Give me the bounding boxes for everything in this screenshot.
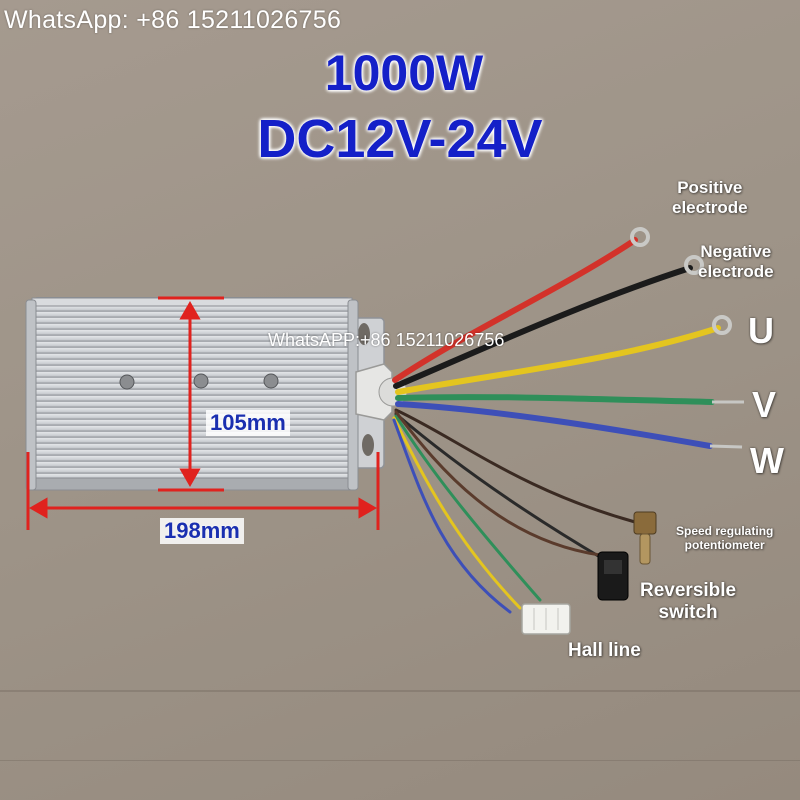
- positive-electrode-label: Positive electrode: [672, 178, 748, 217]
- phase-u-label: U: [748, 310, 774, 351]
- ring-terminals: [630, 227, 744, 449]
- reversible-switch-label: Reversible switch: [640, 580, 737, 623]
- controller-housing: [25, 297, 359, 491]
- phase-w-label: W: [750, 440, 784, 481]
- height-dimension-label: 105mm: [206, 410, 290, 436]
- negative-electrode-label: Negative electrode: [698, 242, 774, 281]
- hall-line-label: Hall line: [568, 640, 641, 661]
- voltage-range-title: DC12V-24V: [257, 109, 543, 169]
- dimension-lines: [26, 296, 380, 530]
- whatsapp-watermark: WhatsApp: +86 15211026756: [4, 6, 342, 34]
- cardboard-crease: [0, 760, 800, 761]
- width-dimension-label: 198mm: [160, 518, 244, 544]
- speed-potentiometer-label: Speed regulating potentiometer: [676, 524, 774, 552]
- power-rating-title: 1000W: [324, 45, 484, 101]
- phase-v-label: V: [752, 384, 777, 425]
- reversible-switch: [597, 551, 629, 601]
- hall-connector: [521, 603, 571, 635]
- whatsapp-watermark-overlay: WhatsAPP:+86 15211026756: [268, 330, 505, 350]
- cardboard-crease: [0, 690, 800, 692]
- wire-bundle: [392, 237, 721, 614]
- potentiometer: [633, 511, 657, 565]
